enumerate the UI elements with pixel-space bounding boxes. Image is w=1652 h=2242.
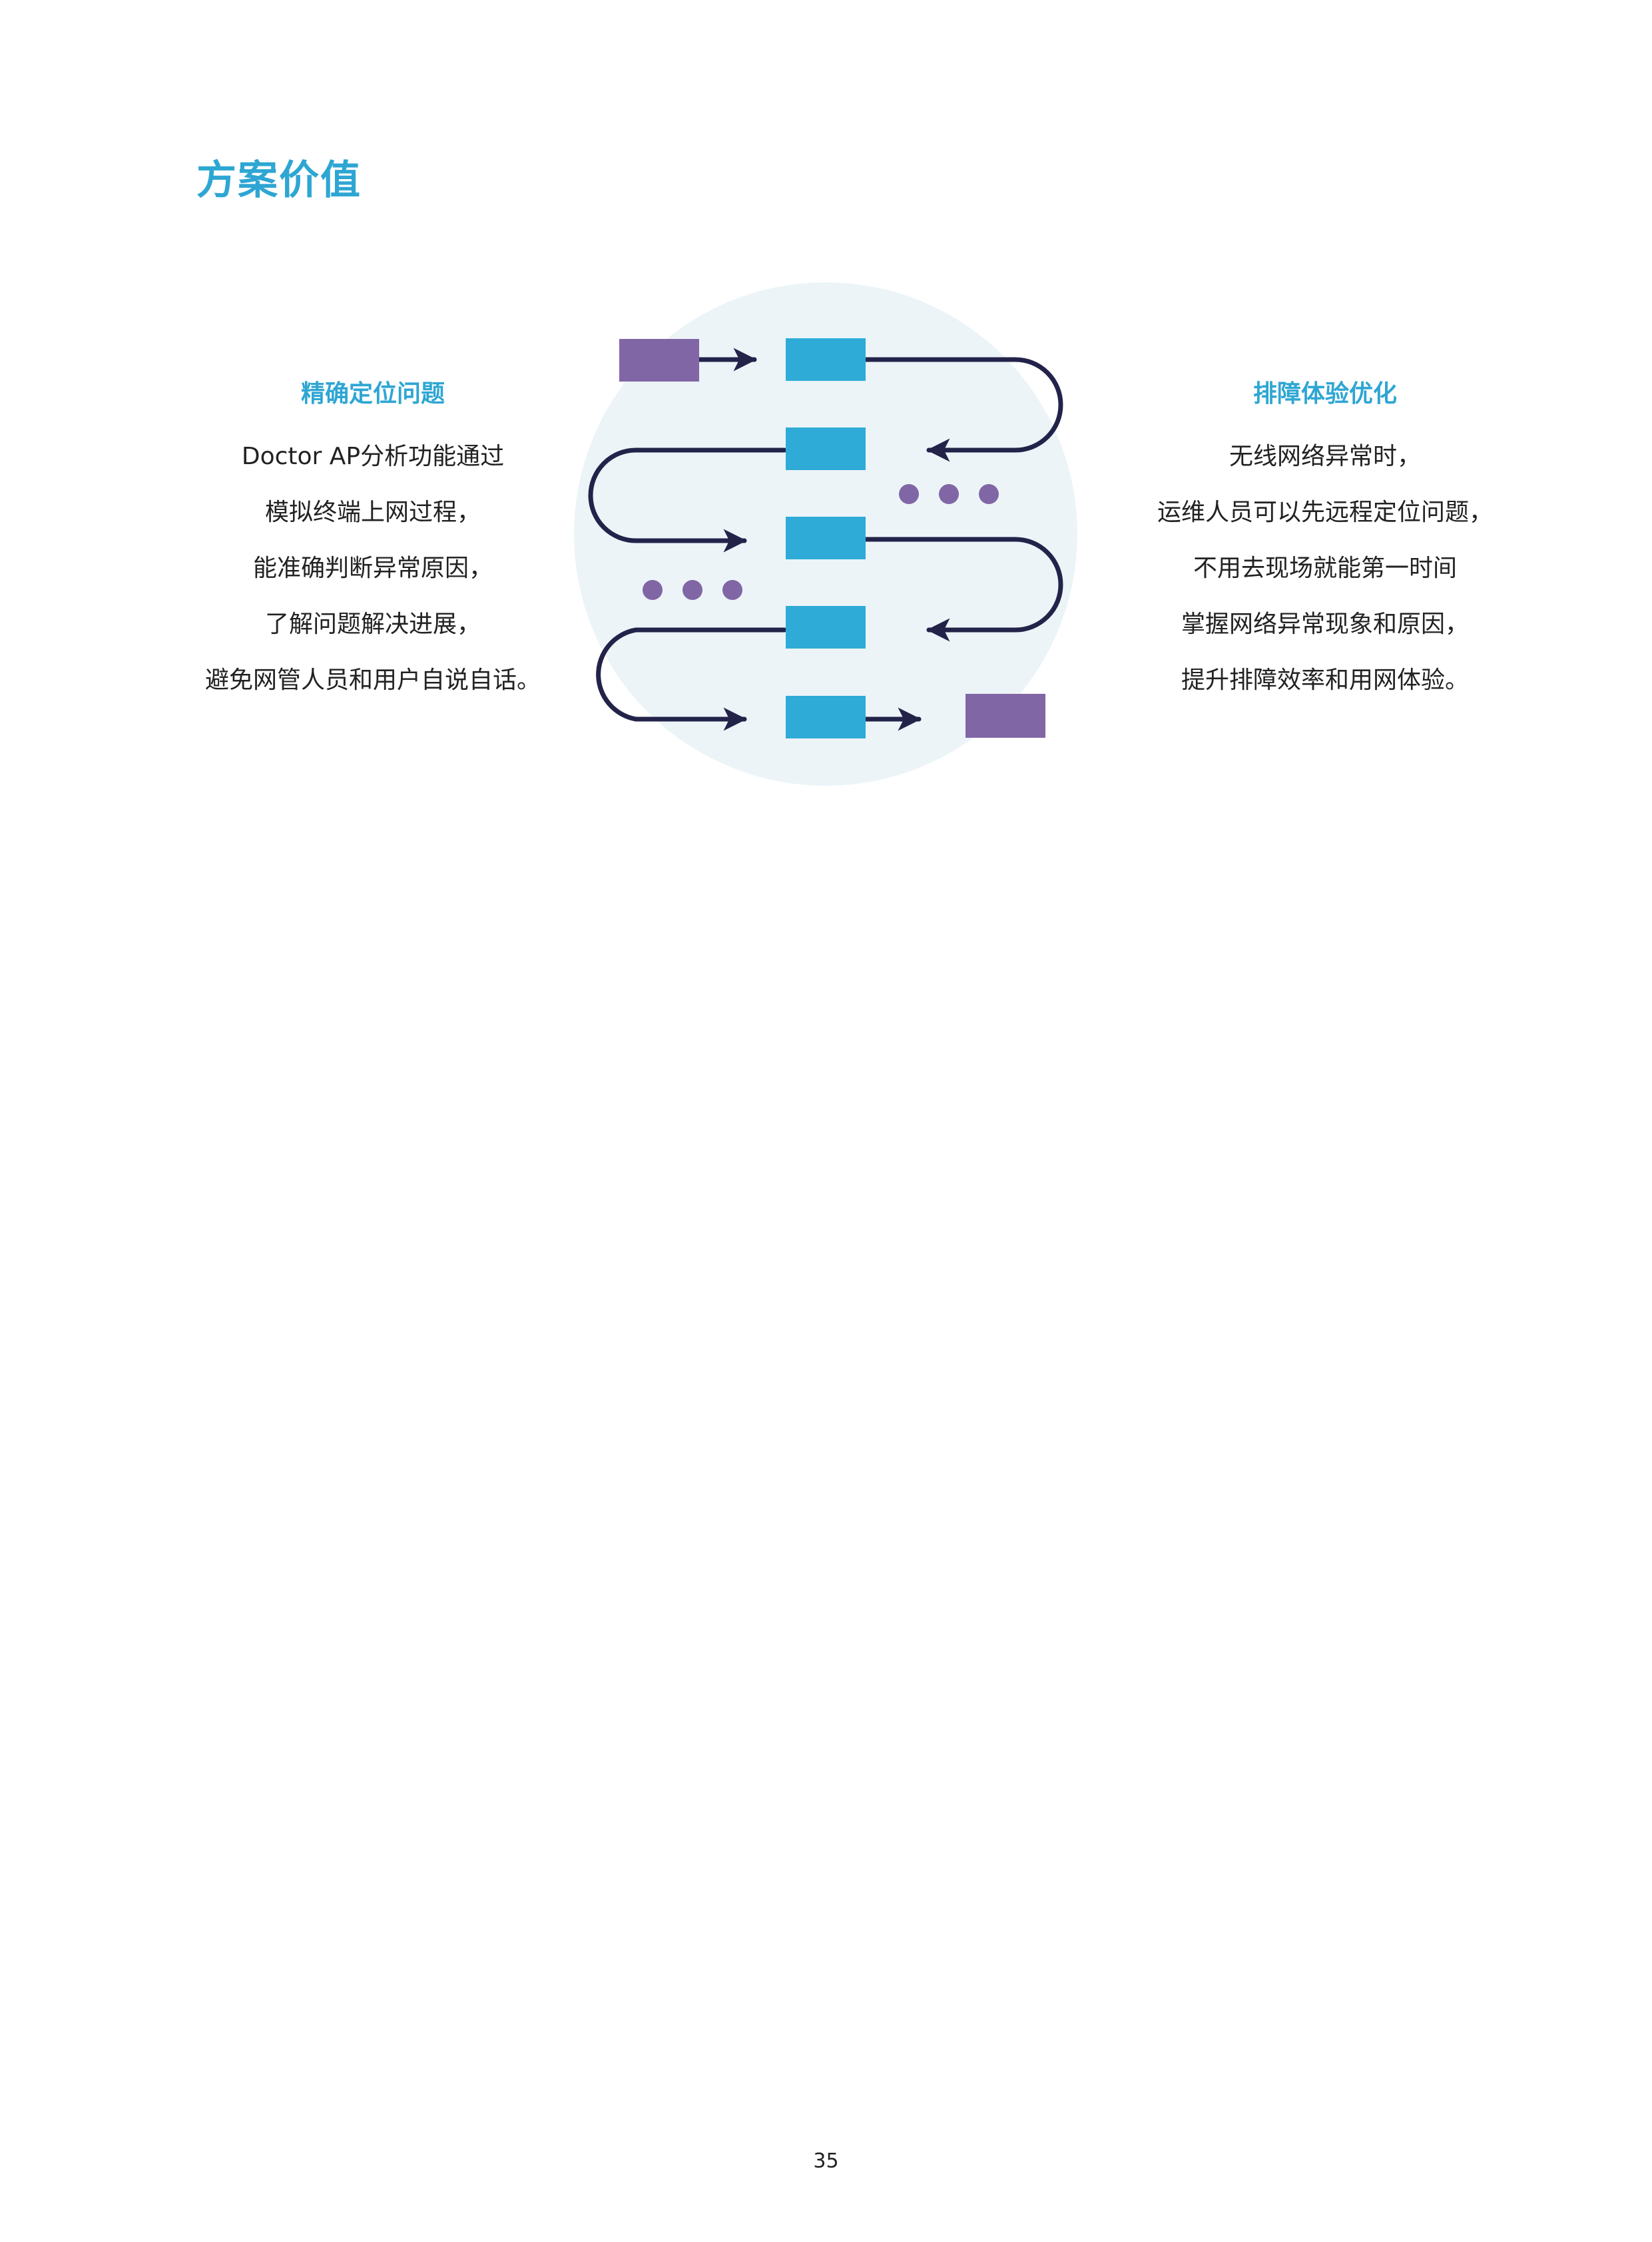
step-box <box>786 427 866 470</box>
flow-arrow <box>596 627 787 731</box>
ellipsis-dot <box>683 580 702 600</box>
ellipsis-dot <box>722 580 742 600</box>
value-line: 了解问题解决进展， <box>264 611 481 638</box>
flow-arrow <box>588 447 787 553</box>
end-box <box>965 694 1045 738</box>
step-box <box>786 517 866 559</box>
value-block-troubleshooting: 排障体验优化 无线网络异常时， 运维人员可以先远程定位问题， 不用去现场就能第一… <box>1119 373 1531 708</box>
step-box <box>786 338 866 381</box>
value-line: Doctor AP分析功能通过 <box>241 443 505 470</box>
value-line: 提升排障效率和用网体验。 <box>1181 667 1469 694</box>
step-box <box>786 696 866 738</box>
value-line: 无线网络异常时， <box>1229 443 1421 470</box>
value-line: 能准确判断异常原因， <box>252 555 493 582</box>
value-line: 运维人员可以先远程定位问题， <box>1157 499 1493 526</box>
ellipsis-dot <box>979 484 999 504</box>
value-title: 精确定位问题 <box>300 380 445 408</box>
ellipsis-dot <box>899 484 919 504</box>
flow-arrow <box>863 537 1063 642</box>
start-box <box>619 339 699 382</box>
value-block-precise-location: 精确定位问题 Doctor AP分析功能通过 模拟终端上网过程， 能准确判断异常… <box>166 373 579 708</box>
ellipsis-dot <box>643 580 663 600</box>
step-box <box>786 606 866 649</box>
page-number: 35 <box>813 2149 839 2173</box>
flow-arrow <box>863 357 1063 462</box>
process-flow-diagram <box>574 282 1077 786</box>
value-title: 排障体验优化 <box>1252 380 1397 408</box>
ellipsis-dot <box>939 484 959 504</box>
value-line: 不用去现场就能第一时间 <box>1193 555 1457 582</box>
value-line: 避免网管人员和用户自说自话。 <box>204 667 541 694</box>
value-line: 掌握网络异常现象和原因， <box>1181 611 1469 638</box>
value-line: 模拟终端上网过程， <box>264 499 481 526</box>
page-title: 方案价值 <box>196 157 362 204</box>
